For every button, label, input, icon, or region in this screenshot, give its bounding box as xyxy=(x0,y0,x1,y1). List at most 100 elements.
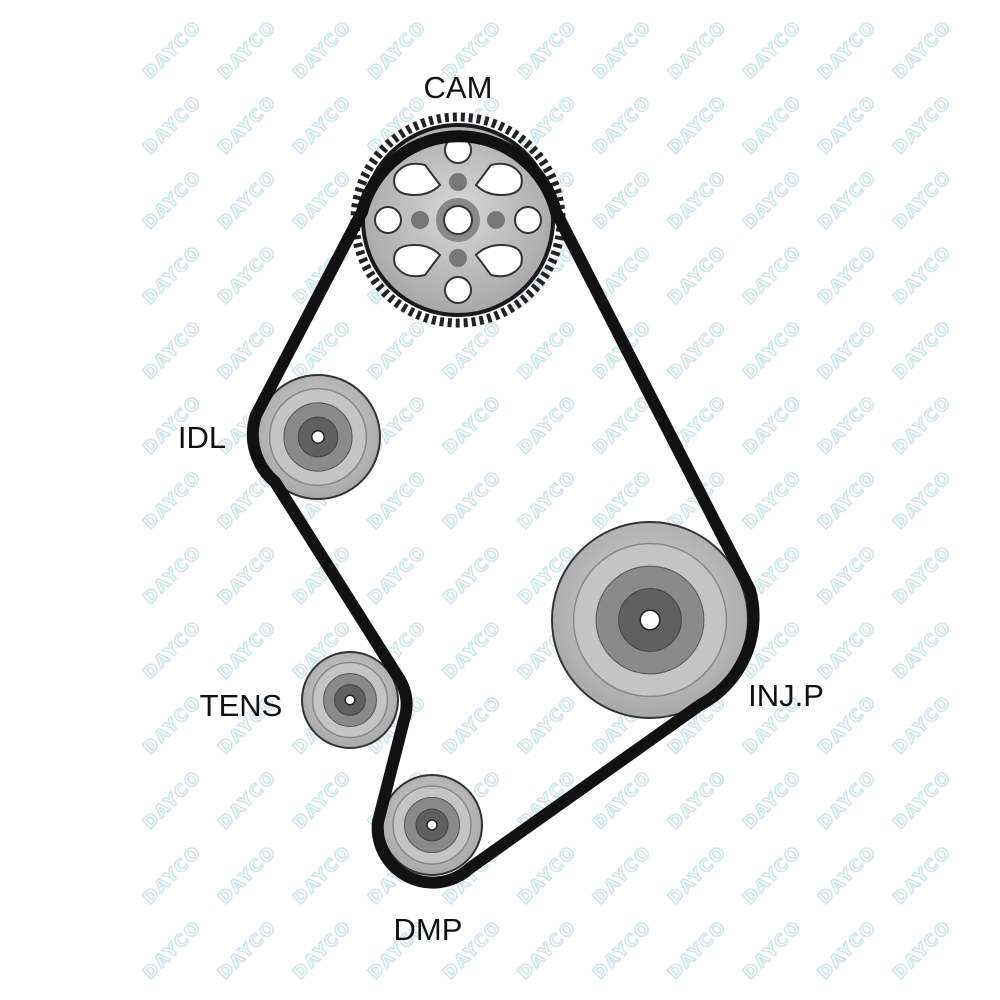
watermark-text: DAYCO xyxy=(739,392,806,459)
watermark-text: DAYCO xyxy=(589,392,656,459)
watermark-text: DAYCO xyxy=(439,467,506,534)
watermark-text: DAYCO xyxy=(439,542,506,609)
watermark-text: DAYCO xyxy=(139,92,206,159)
watermark-text: DAYCO xyxy=(289,842,356,909)
watermark-text: DAYCO xyxy=(814,242,881,309)
watermark-text: DAYCO xyxy=(814,692,881,759)
watermark-text: DAYCO xyxy=(739,242,806,309)
watermark-text: DAYCO xyxy=(814,17,881,84)
watermark-text: DAYCO xyxy=(664,242,731,309)
watermark-text: DAYCO xyxy=(514,17,581,84)
watermark-text: DAYCO xyxy=(289,917,356,984)
watermark-text: DAYCO xyxy=(814,92,881,159)
watermark-text: DAYCO xyxy=(739,167,806,234)
watermark-text: DAYCO xyxy=(589,917,656,984)
watermark-text: DAYCO xyxy=(739,467,806,534)
injp-pulley xyxy=(551,521,749,719)
watermark-text: DAYCO xyxy=(514,842,581,909)
watermark-text: DAYCO xyxy=(889,17,956,84)
watermark-text: DAYCO xyxy=(664,767,731,834)
watermark-text: DAYCO xyxy=(364,467,431,534)
watermark-text: DAYCO xyxy=(739,317,806,384)
watermark-text: DAYCO xyxy=(814,392,881,459)
watermark-text: DAYCO xyxy=(439,692,506,759)
watermark-text: DAYCO xyxy=(514,692,581,759)
watermark-text: DAYCO xyxy=(289,17,356,84)
watermark-text: DAYCO xyxy=(214,167,281,234)
watermark-text: DAYCO xyxy=(664,842,731,909)
watermark-text: DAYCO xyxy=(589,92,656,159)
watermark-text: DAYCO xyxy=(139,917,206,984)
label-cam: CAM xyxy=(424,70,493,105)
watermark-text: DAYCO xyxy=(889,242,956,309)
watermark-text: DAYCO xyxy=(289,92,356,159)
watermark-text: DAYCO xyxy=(439,392,506,459)
watermark-text: DAYCO xyxy=(664,92,731,159)
watermark-text: DAYCO xyxy=(139,542,206,609)
watermark-text: DAYCO xyxy=(514,392,581,459)
watermark-text: DAYCO xyxy=(889,542,956,609)
watermark-text: DAYCO xyxy=(139,767,206,834)
watermark-text: DAYCO xyxy=(814,467,881,534)
watermark-text: DAYCO xyxy=(214,17,281,84)
watermark-text: DAYCO xyxy=(814,167,881,234)
watermark-text: DAYCO xyxy=(889,317,956,384)
watermark-text: DAYCO xyxy=(664,917,731,984)
timing-belt xyxy=(246,130,760,889)
watermark-text: DAYCO xyxy=(814,617,881,684)
watermark-text: DAYCO xyxy=(889,842,956,909)
watermark-text: DAYCO xyxy=(214,242,281,309)
watermark-text: DAYCO xyxy=(214,842,281,909)
watermark-text: DAYCO xyxy=(664,317,731,384)
watermark-text: DAYCO xyxy=(889,92,956,159)
watermark-text: DAYCO xyxy=(889,392,956,459)
watermark-text: DAYCO xyxy=(889,617,956,684)
watermark-text: DAYCO xyxy=(514,92,581,159)
watermark-text: DAYCO xyxy=(139,692,206,759)
label-idl: IDL xyxy=(178,420,226,455)
watermark-text: DAYCO xyxy=(889,692,956,759)
watermark-text: DAYCO xyxy=(814,842,881,909)
watermark-text: DAYCO xyxy=(739,767,806,834)
watermark-text: DAYCO xyxy=(889,167,956,234)
watermark-text: DAYCO xyxy=(814,317,881,384)
watermark-text: DAYCO xyxy=(214,542,281,609)
watermark-text: DAYCO xyxy=(139,167,206,234)
watermark-text: DAYCO xyxy=(814,542,881,609)
watermark-text: DAYCO xyxy=(664,167,731,234)
label-injp: INJ.P xyxy=(748,678,824,713)
watermark-text: DAYCO xyxy=(289,167,356,234)
watermark-text: DAYCO xyxy=(439,617,506,684)
watermark-text: DAYCO xyxy=(739,842,806,909)
label-dmp: DMP xyxy=(394,912,463,947)
watermark-text: DAYCO xyxy=(214,617,281,684)
watermark-text: DAYCO xyxy=(589,167,656,234)
watermark-text: DAYCO xyxy=(139,842,206,909)
watermark-text: DAYCO xyxy=(139,17,206,84)
watermark-text: DAYCO xyxy=(664,17,731,84)
cam-gear xyxy=(350,112,566,328)
watermark-text: DAYCO xyxy=(589,17,656,84)
watermark-text: DAYCO xyxy=(589,842,656,909)
dmp-pulley xyxy=(381,774,483,876)
watermark-text: DAYCO xyxy=(814,917,881,984)
watermark-text: DAYCO xyxy=(739,17,806,84)
watermark-text: DAYCO xyxy=(139,242,206,309)
watermark-text: DAYCO xyxy=(214,767,281,834)
watermark-text: DAYCO xyxy=(739,917,806,984)
watermark-text: DAYCO xyxy=(364,317,431,384)
watermark-text: DAYCO xyxy=(364,17,431,84)
watermark-text: DAYCO xyxy=(139,467,206,534)
watermark-text: DAYCO xyxy=(214,917,281,984)
watermark-text: DAYCO xyxy=(214,92,281,159)
watermark-text: DAYCO xyxy=(739,92,806,159)
watermark-text: DAYCO xyxy=(889,767,956,834)
watermark-text: DAYCO xyxy=(514,467,581,534)
watermark-text: DAYCO xyxy=(289,767,356,834)
cam-windows xyxy=(374,136,542,304)
watermark-text: DAYCO xyxy=(139,617,206,684)
idl-pulley xyxy=(255,374,381,500)
watermark-text: DAYCO xyxy=(889,467,956,534)
